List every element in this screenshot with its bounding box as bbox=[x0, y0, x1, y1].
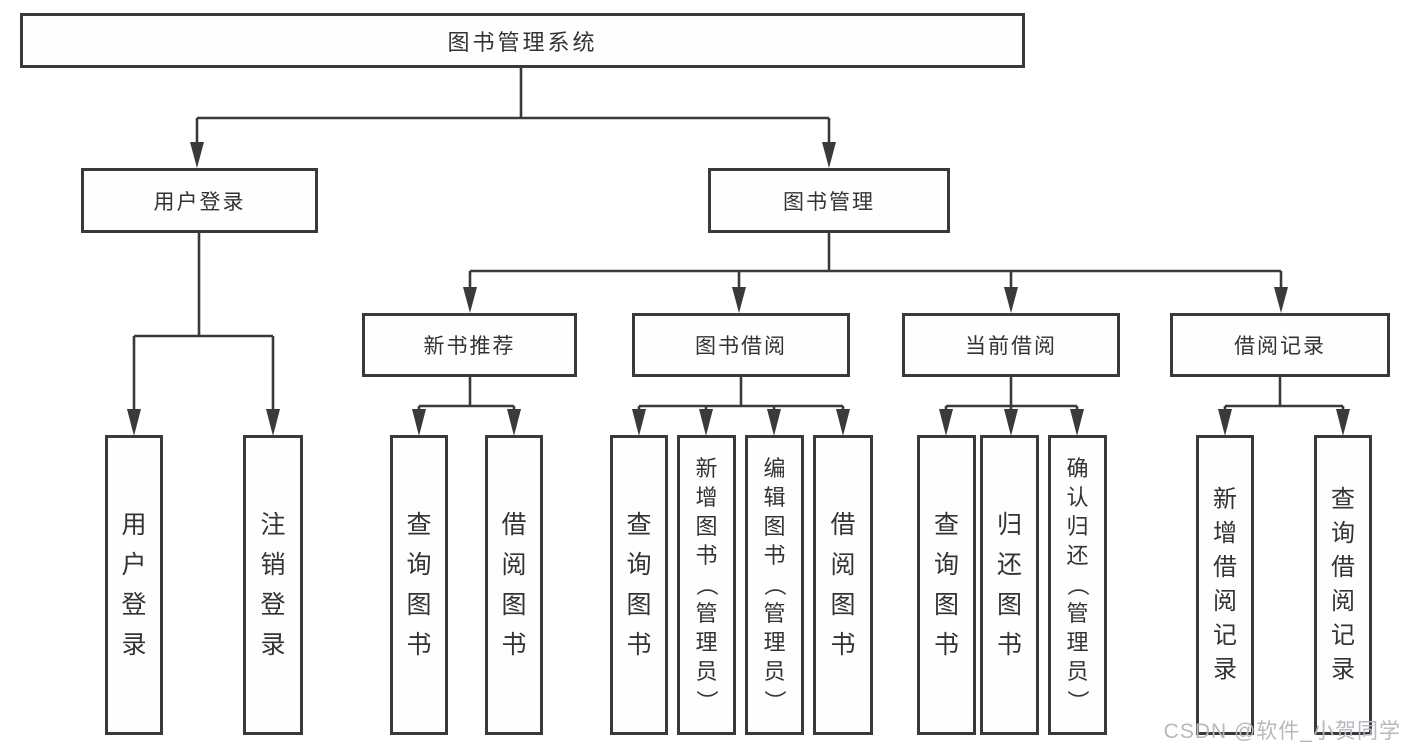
node-user-login-label: 用户登录 bbox=[153, 190, 246, 214]
leaf-user-login-label: 用户登录 bbox=[121, 510, 147, 659]
leaf-borrow-books-recommend: 借阅图书 bbox=[485, 435, 543, 735]
leaf-borrow-books-recommend-label: 借阅图书 bbox=[501, 510, 527, 659]
leaf-query-borrow-record: 查询借阅记录 bbox=[1314, 435, 1372, 735]
leaf-confirm-return-admin-label: 确认归还（管理员） bbox=[1065, 456, 1091, 713]
node-root-system: 图书管理系统 bbox=[20, 13, 1025, 68]
node-user-login-module: 用户登录 bbox=[81, 168, 318, 233]
leaf-borrow-book: 借阅图书 bbox=[813, 435, 873, 735]
node-new-book-recommend-label: 新书推荐 bbox=[423, 335, 516, 358]
csdn-watermark: CSDN @软件_小贺同学 bbox=[1163, 720, 1401, 743]
node-book-management-label: 图书管理 bbox=[783, 190, 875, 214]
leaf-borrow-book-label: 借阅图书 bbox=[830, 510, 856, 659]
leaf-add-borrow-record-label: 新增借阅记录 bbox=[1213, 486, 1237, 683]
leaf-query-books-current-label: 查询图书 bbox=[933, 510, 959, 659]
node-root-label: 图书管理系统 bbox=[447, 29, 598, 55]
node-borrowing-records: 借阅记录 bbox=[1170, 313, 1390, 377]
leaf-query-books-current: 查询图书 bbox=[917, 435, 976, 735]
leaf-query-books-recommend: 查询图书 bbox=[390, 435, 448, 735]
leaf-query-books-borrowing-label: 查询图书 bbox=[626, 510, 652, 659]
leaf-logout-label: 注销登录 bbox=[260, 510, 286, 659]
leaf-user-login: 用户登录 bbox=[105, 435, 163, 735]
leaf-edit-book-admin: 编辑图书（管理员） bbox=[745, 435, 804, 735]
leaf-query-books-borrowing: 查询图书 bbox=[610, 435, 668, 735]
node-book-borrowing-label: 图书借阅 bbox=[695, 335, 787, 358]
arrowhead-icons bbox=[127, 142, 1350, 436]
leaf-return-book-label: 归还图书 bbox=[996, 510, 1022, 659]
leaf-add-book-admin-label: 新增图书（管理员） bbox=[694, 456, 720, 713]
node-book-borrowing: 图书借阅 bbox=[632, 313, 850, 377]
node-current-borrowing-label: 当前借阅 bbox=[965, 335, 1057, 358]
leaf-add-book-admin: 新增图书（管理员） bbox=[677, 435, 736, 735]
leaf-add-borrow-record: 新增借阅记录 bbox=[1196, 435, 1254, 735]
leaf-edit-book-admin-label: 编辑图书（管理员） bbox=[762, 456, 788, 713]
node-current-borrowing: 当前借阅 bbox=[902, 313, 1120, 377]
leaf-query-borrow-record-label: 查询借阅记录 bbox=[1331, 486, 1355, 683]
leaf-query-books-recommend-label: 查询图书 bbox=[406, 510, 432, 659]
node-book-management-module: 图书管理 bbox=[708, 168, 950, 233]
leaf-confirm-return-admin: 确认归还（管理员） bbox=[1048, 435, 1107, 735]
node-new-book-recommend: 新书推荐 bbox=[362, 313, 577, 377]
leaf-logout: 注销登录 bbox=[243, 435, 303, 735]
node-borrowing-records-label: 借阅记录 bbox=[1234, 335, 1326, 358]
leaf-return-book: 归还图书 bbox=[980, 435, 1039, 735]
